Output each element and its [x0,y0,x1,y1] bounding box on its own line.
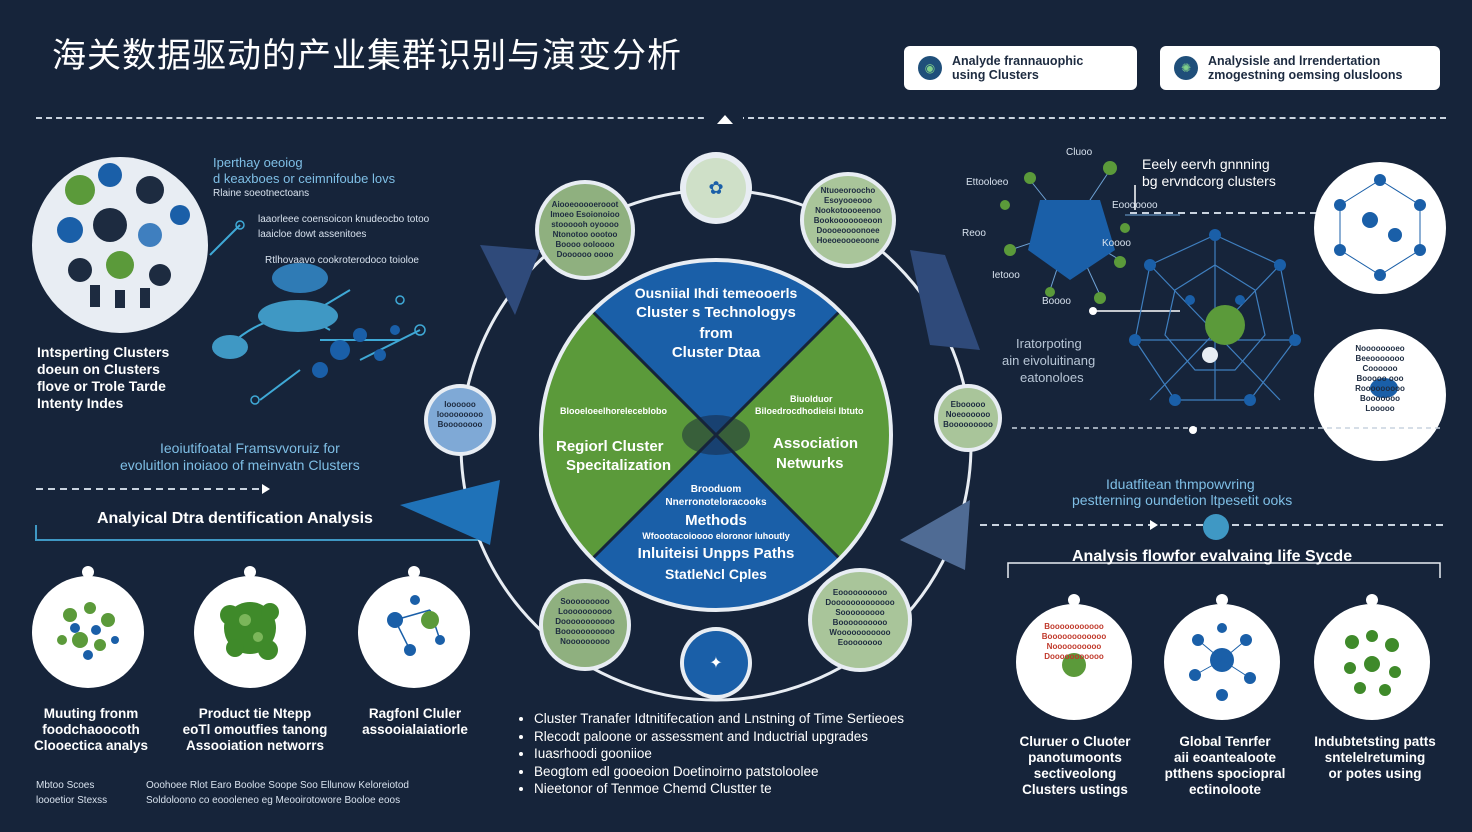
center-bullet-list: Cluster Tranafer Idtnitifecation and Lns… [520,710,974,798]
globe-icon: ✺ [1174,56,1198,80]
left-network-illustration [57,163,190,308]
left-caption-3: Ragfonl Cluler assooialaiatiorle [362,706,468,737]
left-caption-1: Muuting fronm foodchaoocoth Clooectica a… [33,706,149,753]
center-top-2: from [699,325,733,342]
center-bottom-2: Inluiteisi Unpps Paths [637,545,795,562]
right-early-1: Eeely eervh gnnning [1142,156,1270,172]
left-footer-b-2: Soldoloono co eoooleneo eg Meooirotowore… [146,795,401,806]
left-caption-2: Product tie Ntepp eoTl omoutfies tanong … [182,706,328,753]
node-left-bot[interactable]: Sooooooooo Loooooooooo Dooooooooooo Booo… [555,597,615,646]
cluster-node-icon: ✿ [708,177,724,198]
right-graph-label: Reoo [962,228,986,239]
left-framework-1: Ieoiutifoatal Framsvvoruiz for [160,440,340,456]
left-footer-a-2: loooetior Stexss [36,795,108,806]
right-section-title: Analysis flowfor evalvaing life Sycde [1072,548,1353,565]
left-desc-3: Rlaine soeotnectoans [213,188,310,199]
right-interp-1: Iratorpoting [1016,336,1082,351]
node-left-top[interactable]: Aiooeooooerooot Imoeo Esoionoioo stooooo… [550,200,620,259]
right-caption-2: Global Tenrfer aii eoantealoote ptthens … [1164,734,1286,797]
left-interp-2: doeun on Clusters [37,361,160,377]
right-interp-3: eatonoloes [1020,370,1084,385]
bullet-item: Rlecodt paloone or assessment and Induct… [534,728,974,746]
divider-marker [707,112,743,126]
left-section-title: Analyical Dtra dentification Analysis [97,510,373,527]
center-bottom-small-3: Wfoootacoioooo eloronor Iuhoutly [642,531,790,541]
left-footer-b-1: Ooohoee Rlot Earo Booloe Soope Soo Ellun… [146,780,409,791]
header-pill-2-text: Analysisle and lrrendertation zmogestnin… [1208,54,1403,82]
right-node-text[interactable]: Noooooooeo Beeooooooo Coooooo Booooo ooo… [1355,344,1405,413]
center-right-2: Netwurks [776,455,844,472]
right-graph-label: Ettooloeo [966,177,1009,188]
left-interp-1: Intsperting Clusters [37,344,170,360]
center-right-1: Association [773,435,859,452]
right-early-2: bg ervndcorg clusters [1142,173,1276,189]
right-graph-label: Ietooo [992,270,1020,281]
left-desc-1: Iperthay oeoiog [213,155,303,170]
right-red-node[interactable]: Booooooooooo Boooooooooooo Noooooooooo D… [1041,622,1107,661]
right-graph-label: Cluoo [1066,147,1093,158]
right-graph-label: Eooooooo [1112,200,1158,211]
header-pill-1-text: Analyde frannauophic using Clusters [952,54,1084,82]
center-top-title: Ousniial Ihdi temeooerls [634,285,798,301]
right-induct-1: Iduatfitean thmpowvring [1106,476,1255,492]
left-net-label-3: Rtlhovaavo cookroterodoco toioloe [265,255,419,266]
left-interp-3: flove or Trole Tarde [37,378,166,394]
center-bottom-small-1: Brooduom [690,484,742,495]
right-graph-label: Boooo [1042,296,1071,307]
right-graph-label: Koooo [1102,238,1131,249]
center-bottom-1: Methods [685,512,747,529]
left-interp-4: Intenty Indes [37,395,124,411]
center-left-small: Blooeloeelhoreleceblobo [560,406,668,416]
right-induct-2: pestterning oundetion ltpesetit ooks [1072,492,1293,508]
left-desc-2: d keaxboes or ceimnifoube lovs [213,171,396,186]
page-title: 海关数据驱动的产业集群识别与演变分析 [52,36,682,76]
center-bottom-small-2: Nnerronoteloracooks [665,497,767,508]
left-net-label-2: laaicloe dowt assenitoes [258,229,367,240]
center-top-3: Cluster Dtaa [671,344,761,361]
right-interp-2: ain eivoluitinang [1002,353,1096,368]
center-left-2: Specitalization [566,457,672,474]
bullet-item: Nieetonor of Tenmoe Chemd Clustter te [534,780,974,798]
node-right-top[interactable]: Ntuoeoroocho Esoyooeooo Nookotoooeenoo B… [813,186,883,245]
lightbulb-icon: ✦ [709,655,723,672]
bullet-item: Iuasrhoodi gooniioe [534,745,974,763]
bullet-item: Beogtom edl gooeoion Doetinoirno patstol… [534,763,974,781]
node-right-bot[interactable]: Eoooooooooo Dooooooooooooo Sooooooooo Bo… [825,588,895,647]
bullet-item: Cluster Tranafer Idtnitifecation and Lns… [534,710,974,728]
left-net-label-1: laaorleee coensoicon knudeocbo totoo [258,214,430,225]
cluster-icon: ◉ [918,56,942,80]
right-caption-1: Cluruer o Cluoter panotumoonts sectiveol… [1019,734,1131,797]
header-pill-1[interactable]: ◉ Analyde frannauophic using Clusters [904,46,1137,90]
header-pill-2[interactable]: ✺ Analysisle and lrrendertation zmogestn… [1160,46,1440,90]
center-right-small-2: Biloedrocdhodieisi Ibtuto [755,406,864,416]
center-left-1: Regiorl Cluster [556,438,664,455]
center-right-small: Biuolduor [790,394,833,404]
left-footer-a-1: Mbtoo Scoes [36,780,95,791]
node-right-mid[interactable]: Ebooooo Noeoooooo Booooooooo [943,400,993,429]
right-caption-3: Indubtetsting patts sntelelretuming or p… [1314,734,1436,781]
node-left-mid[interactable]: Ioooooo Iooooooooo Boooooooo [436,400,484,429]
center-bottom-3: StatleNcl Cples [665,566,767,582]
left-framework-2: evoluitlon inoiaoo of meinvatn Clusters [120,457,360,473]
center-top-1: Cluster s Technologys [636,304,796,321]
